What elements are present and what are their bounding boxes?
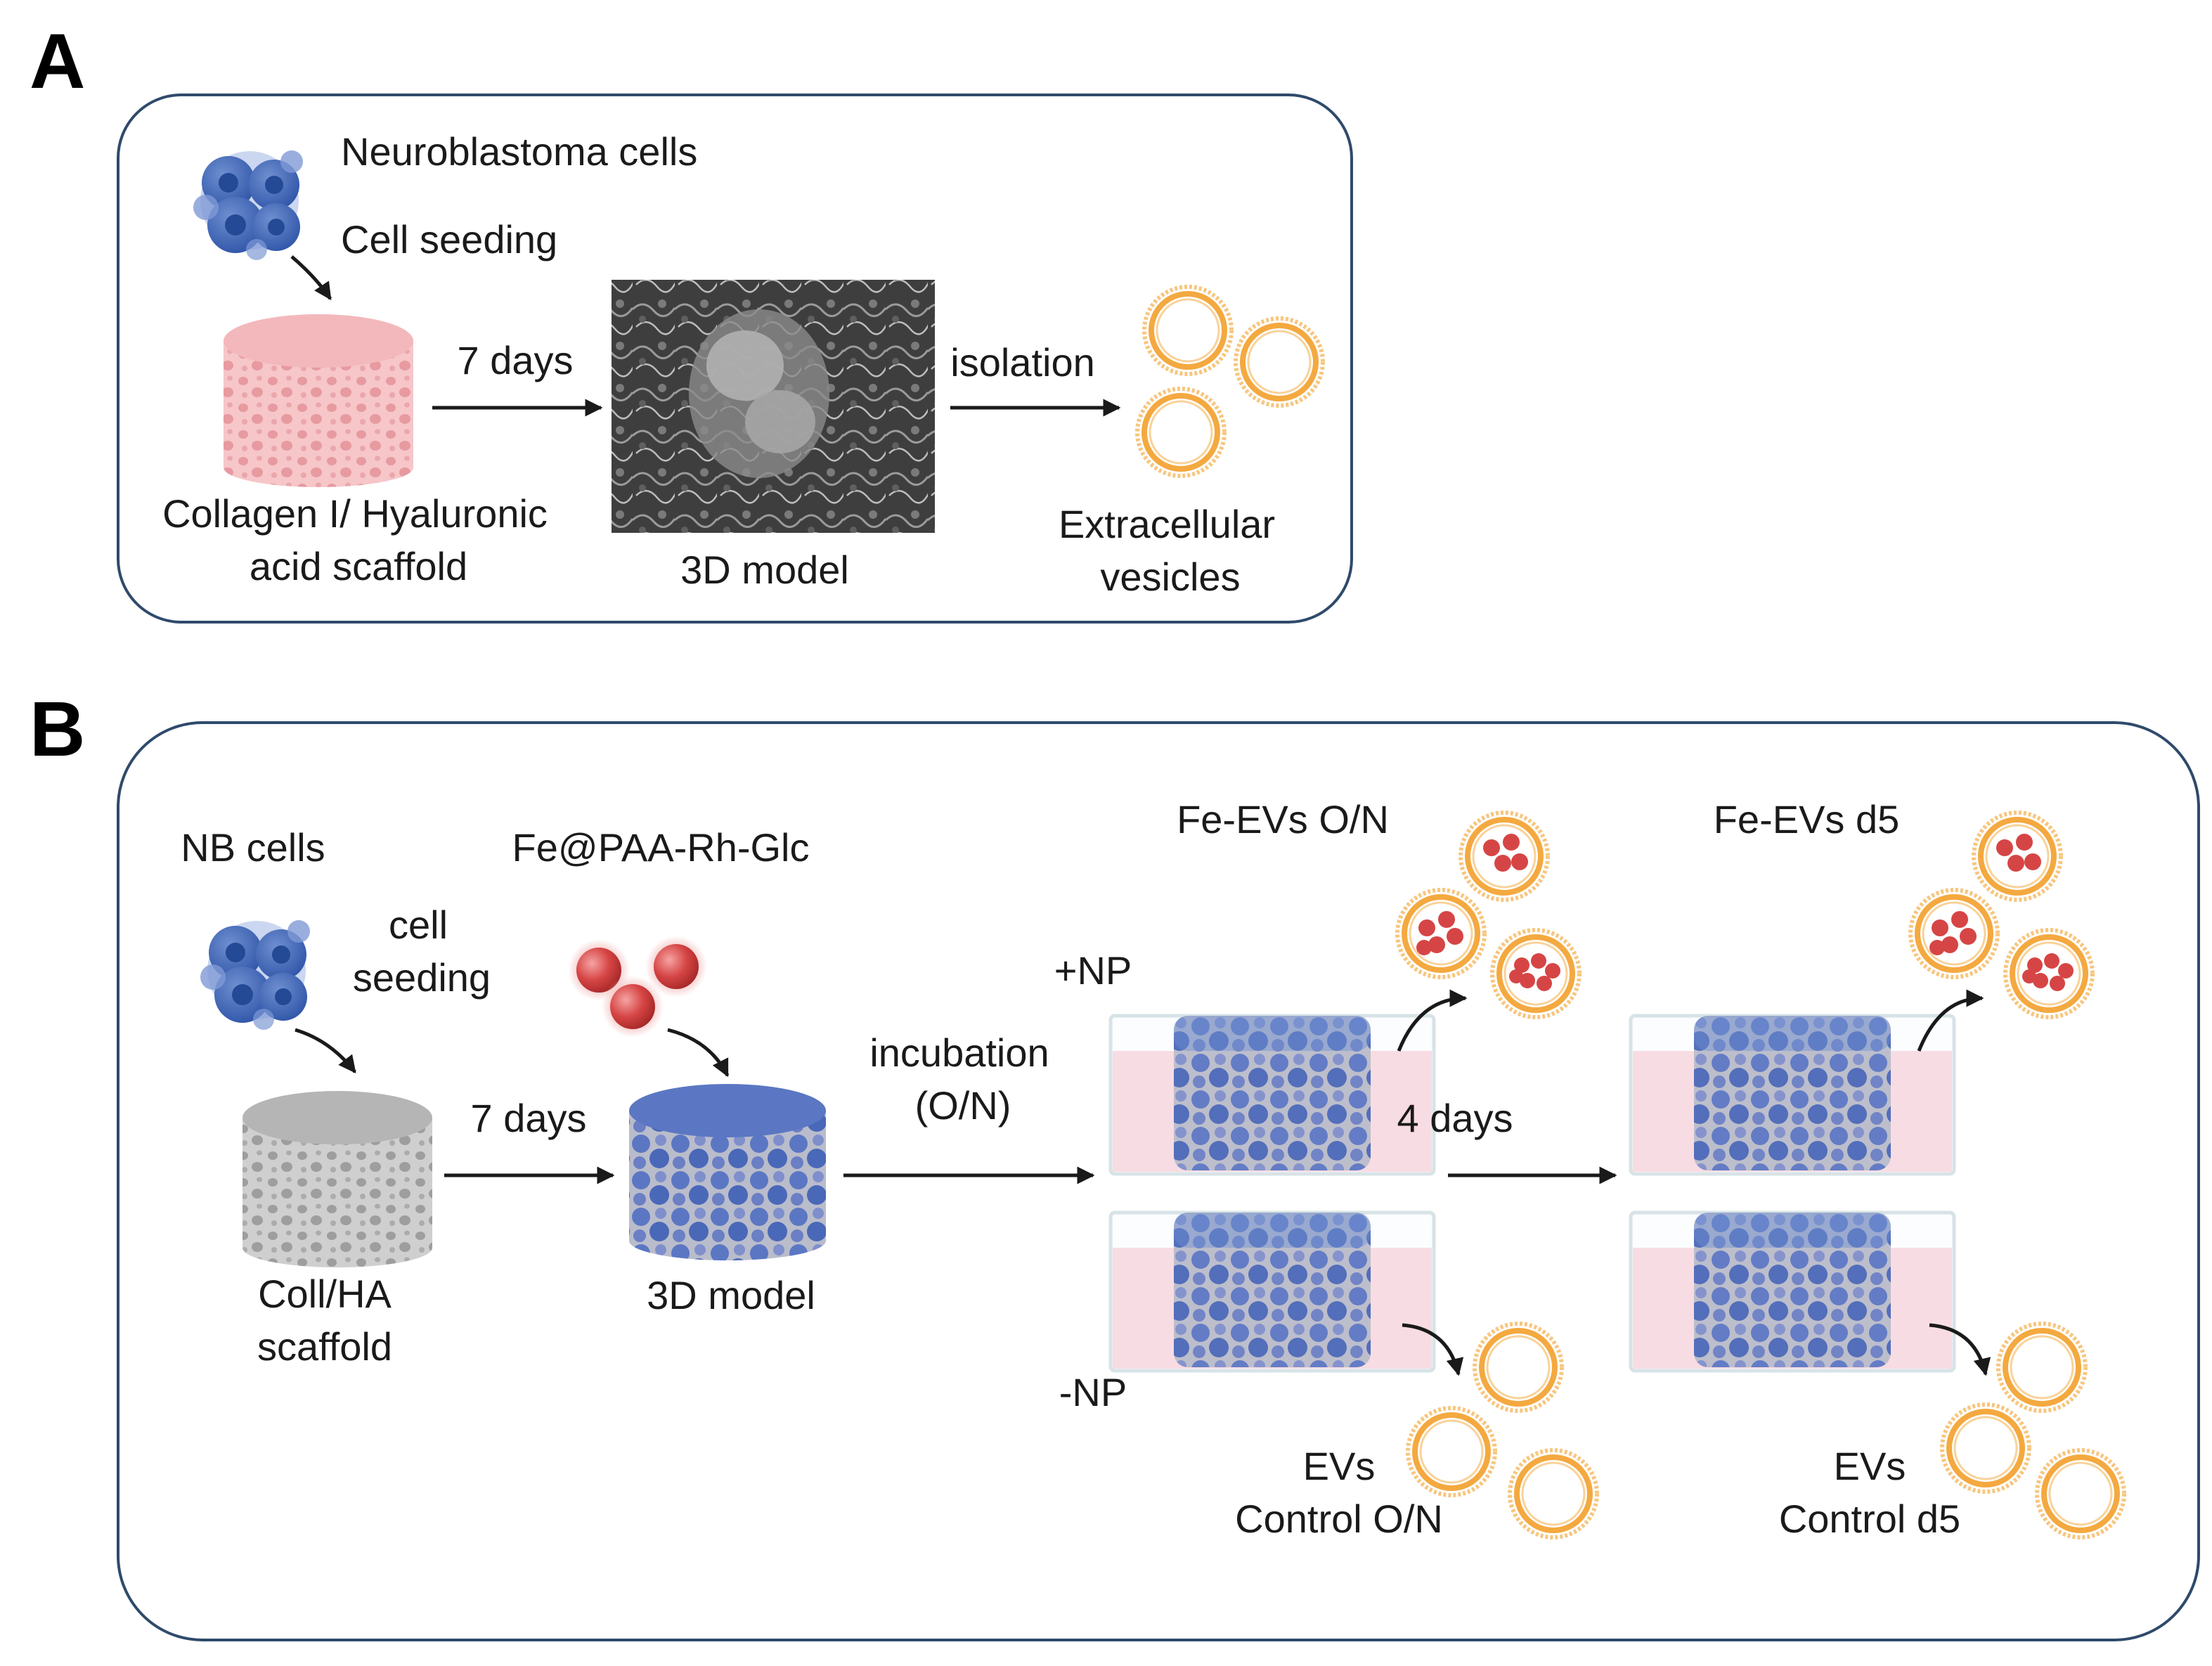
panel-a-scaffold-label-1: Collagen I/ Hyaluronic: [162, 491, 548, 536]
panel-b-ctrl-d5-1: EVs: [1834, 1444, 1906, 1488]
panel-a-frame: [117, 93, 1353, 624]
arrow-icon: [667, 1028, 730, 1078]
cell-cluster-icon: [200, 920, 310, 1030]
panel-b-seeding-label-2: seeding: [353, 955, 491, 1000]
panel-b-incubation-label-2: (O/N): [915, 1083, 1011, 1128]
cell-seeded-scaffold-icon: [629, 1084, 826, 1260]
scaffold-icon: [242, 1091, 432, 1267]
arrow-icon: [1397, 989, 1468, 1052]
panel-a-model-label: 3D model: [680, 548, 849, 592]
panel-b-arrow1-label: 7 days: [471, 1096, 587, 1140]
panel-b-incubation-label-1: incubation: [869, 1031, 1049, 1075]
arrow-icon: [1917, 989, 1984, 1052]
scaffold-icon: [224, 314, 413, 487]
panel-b-arrow-days-label: 4 days: [1397, 1096, 1513, 1140]
panel-a-scaffold-label-2: acid scaffold: [250, 544, 467, 588]
vesicle-icon: [1408, 1408, 1495, 1495]
loaded-vesicle-icon: [1910, 890, 1998, 977]
panel-a-letter: A: [30, 18, 85, 105]
vesicle-icon: [2037, 1450, 2124, 1537]
panel-b-letter: B: [30, 686, 85, 773]
panel-b-scaffold-label-1: Coll/HA: [258, 1272, 392, 1316]
arrow-icon: [1402, 1323, 1464, 1376]
vesicle-icon: [1510, 1450, 1597, 1537]
loaded-vesicle-icon: [1461, 813, 1548, 900]
vesicle-icon: [1236, 318, 1323, 406]
vesicle-icon: [1144, 287, 1231, 374]
vesicle-icon: [1137, 389, 1224, 476]
culture-dish-icon: [1111, 1213, 1434, 1371]
panel-b-model-label: 3D model: [647, 1273, 815, 1317]
vesicle-icon: [1475, 1324, 1562, 1411]
arrow-icon: [295, 1028, 356, 1073]
loaded-vesicle-icon: [1397, 890, 1485, 977]
vesicle-icon: [1942, 1405, 2029, 1492]
loaded-vesicle-icon: [1974, 813, 2061, 900]
sem-image-icon: [612, 280, 935, 533]
culture-dish-icon: [1111, 1016, 1434, 1174]
panel-b-cells-label: NB cells: [181, 825, 325, 870]
panel-b-fe-evs-on: Fe-EVs O/N: [1177, 797, 1389, 841]
panel-b-ctrl-on-2: Control O/N: [1235, 1497, 1443, 1541]
panel-b-plus-np: +NP: [1054, 948, 1132, 993]
loaded-vesicle-icon: [1492, 930, 1579, 1017]
panel-b-np-label: Fe@PAA-Rh-Glc: [512, 825, 810, 870]
panel-b-ctrl-d5-2: Control d5: [1779, 1497, 1960, 1541]
cell-cluster-icon: [193, 150, 303, 260]
arrow-icon: [1929, 1323, 1991, 1376]
panel-a-seeding-label: Cell seeding: [341, 217, 557, 261]
panel-a-arrow1-label: 7 days: [458, 338, 574, 382]
culture-dish-icon: [1631, 1213, 1954, 1371]
panel-a-cells-label: Neuroblastoma cells: [341, 129, 697, 174]
panel-a-evs-label-2: vesicles: [1100, 555, 1240, 599]
panel-b-scaffold-label-2: scaffold: [257, 1324, 392, 1369]
arrow-icon: [290, 255, 332, 301]
panel-a-arrow2-label: isolation: [950, 340, 1094, 385]
panel-b-fe-evs-d5: Fe-EVs d5: [1714, 797, 1900, 841]
panel-b-ctrl-on-1: EVs: [1303, 1444, 1376, 1488]
vesicle-icon: [1998, 1324, 2085, 1411]
panel-b-frame: [117, 721, 2200, 1641]
culture-dish-icon: [1631, 1016, 1954, 1174]
panel-b-minus-np: -NP: [1059, 1370, 1127, 1414]
nanoparticle-icon: [568, 936, 707, 1038]
panel-a-evs-label-1: Extracellular: [1059, 502, 1275, 546]
panel-b-seeding-label-1: cell: [389, 903, 448, 947]
loaded-vesicle-icon: [2005, 930, 2093, 1017]
